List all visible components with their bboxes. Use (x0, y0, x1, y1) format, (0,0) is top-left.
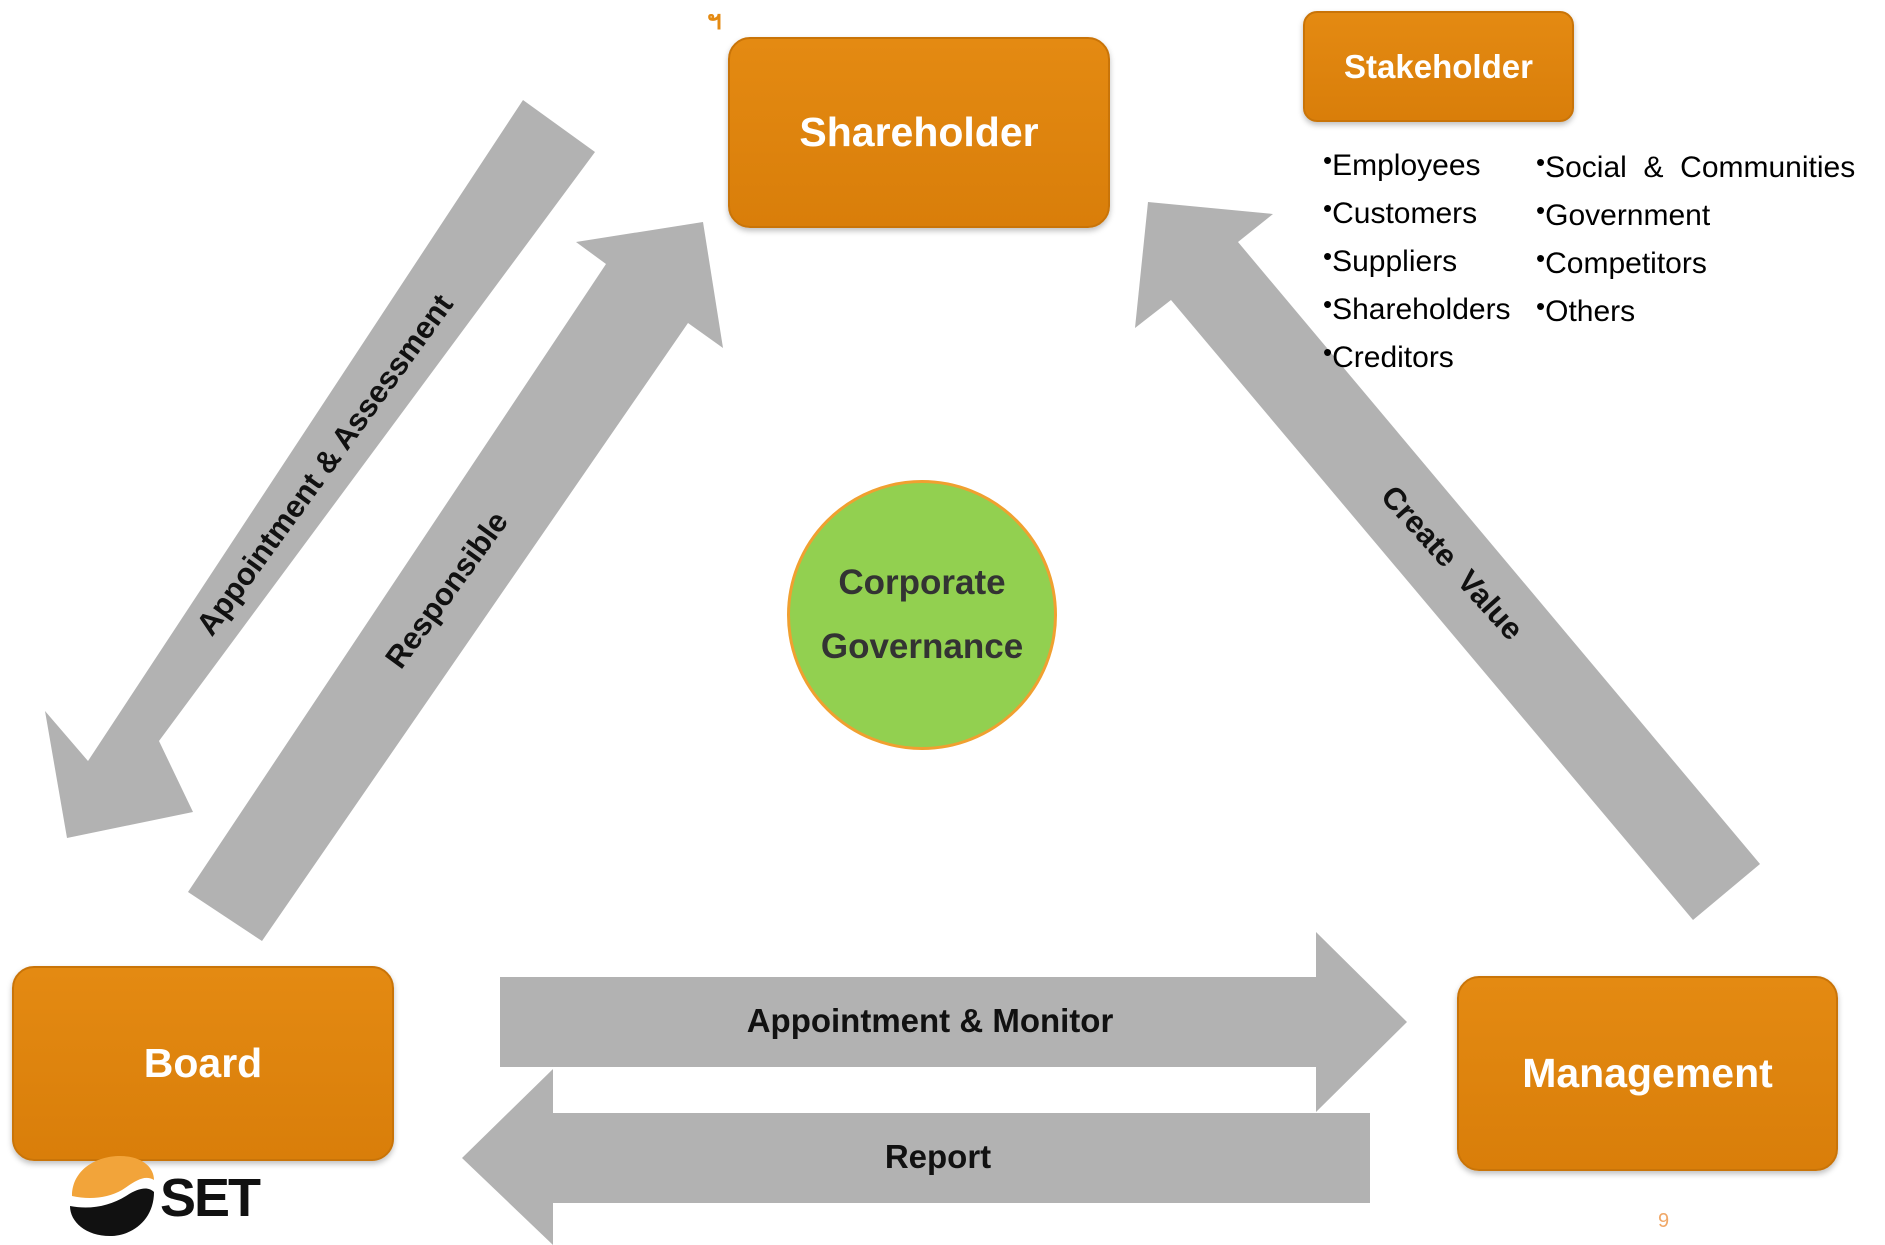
set-logo-text: SET (160, 1168, 261, 1228)
shareholder-node: Shareholder (728, 37, 1110, 228)
set-logo-wave-bottom (70, 1188, 154, 1236)
report-label: Report (884, 1138, 992, 1175)
list-item: •Employees (1323, 145, 1481, 182)
board-label: Board (143, 1040, 263, 1086)
list-item: •Competitors (1536, 243, 1707, 280)
management-label: Management (1522, 1050, 1773, 1096)
stakeholder-list-col1: •Employees •Customers •Suppliers •Shareh… (1323, 136, 1511, 376)
list-item: •Others (1536, 291, 1636, 328)
list-item: •Customers (1323, 193, 1478, 230)
board-node: Board (12, 966, 394, 1161)
arrow-create-value (1135, 202, 1760, 920)
arrow-appointment-monitor (500, 932, 1407, 1112)
list-item: •Creditors (1323, 337, 1454, 374)
list-item: •Shareholders (1323, 289, 1511, 326)
list-item: •Social & Communities (1536, 147, 1856, 184)
stakeholder-label: Stakeholder (1344, 47, 1533, 85)
stakeholder-list-col2: •Social & Communities •Government •Compe… (1536, 138, 1855, 330)
management-node: Management (1457, 976, 1838, 1171)
arrow-responsible (188, 222, 723, 941)
set-logo: SET (70, 1156, 263, 1236)
corporate-governance-circle: Corporate Governance (787, 480, 1057, 750)
list-item: •Suppliers (1323, 241, 1458, 278)
page-number: 9 (1658, 1210, 1670, 1232)
center-line-2: Governance (820, 627, 1024, 666)
list-item: •Government (1536, 195, 1711, 232)
center-line-1: Corporate (838, 563, 1006, 602)
set-logo-wave-top (72, 1156, 154, 1198)
corner-mark: ฯ (707, 5, 722, 35)
shareholder-label: Shareholder (799, 109, 1039, 155)
arrow-report (462, 1069, 1370, 1245)
arrow-appointment-assessment (45, 100, 595, 838)
appointment-monitor-label: Appointment & Monitor (746, 1002, 1114, 1039)
stakeholder-node: Stakeholder (1303, 11, 1574, 122)
